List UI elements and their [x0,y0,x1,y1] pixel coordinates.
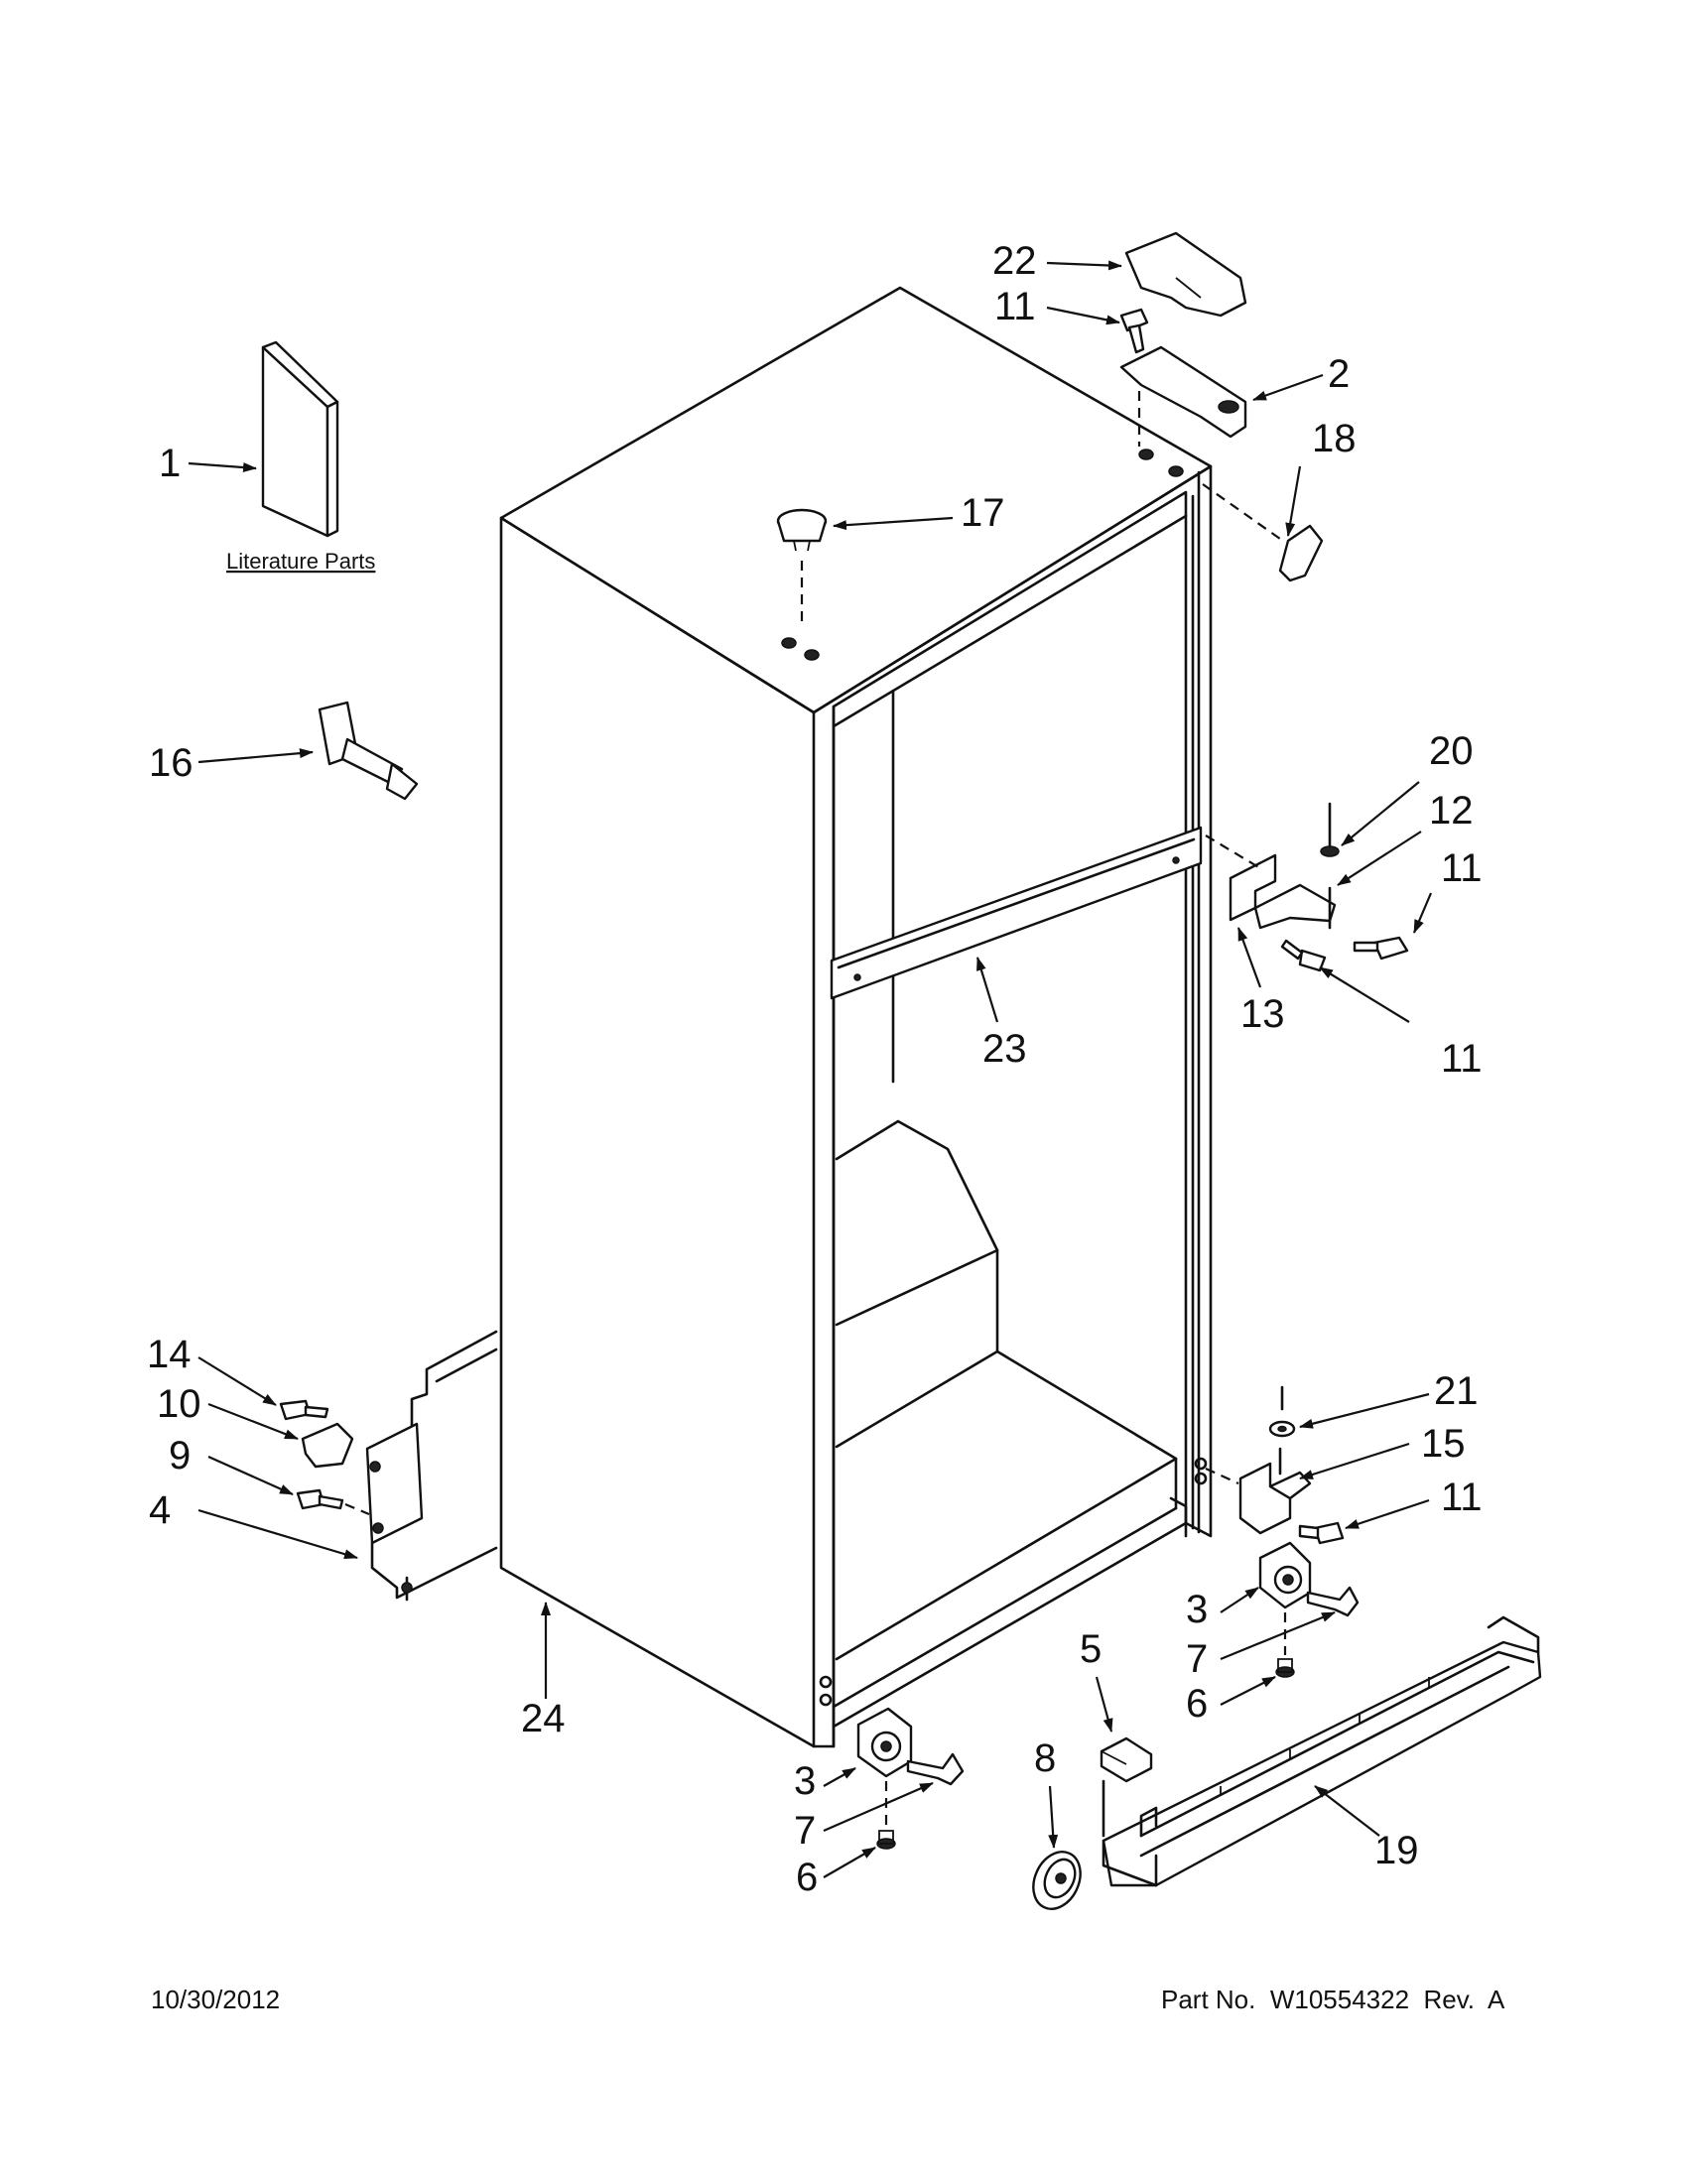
literature-parts-label: Literature Parts [226,549,375,574]
callout-2: 2 [1328,352,1350,396]
screw-middle-2 [1280,939,1327,972]
clamp-10 [301,1422,354,1469]
callout-6: 6 [796,1856,818,1899]
callout-22: 22 [992,239,1037,283]
hinge-cover-part [1124,231,1247,318]
screw-9 [296,1488,370,1516]
screw-top [1119,308,1149,447]
callout-11: 11 [1441,1037,1483,1081]
callout-13: 13 [1240,992,1285,1036]
callout-17: 17 [961,491,1005,535]
refrigerator-cabinet [499,286,1213,1748]
callout-21: 21 [1434,1369,1479,1413]
footer-date: 10/30/2012 [151,1985,281,2014]
wheel-8 [1032,1851,1082,1910]
base-grille-19 [1102,1615,1542,1887]
callout-10: 10 [157,1382,201,1426]
callout-18: 18 [1312,417,1357,460]
callout-11: 11 [994,285,1036,328]
callout-1: 1 [159,442,181,485]
leveling-roller-left [856,1707,965,1850]
plug-part [776,508,828,627]
callout-7: 7 [1186,1637,1208,1681]
small-clip-5 [1100,1736,1153,1783]
callout-9: 9 [169,1434,191,1477]
screw-bottom-right [1298,1521,1345,1545]
callout-20: 20 [1429,729,1474,773]
bottom-hinge-part [1205,1385,1312,1535]
callout-15: 15 [1421,1422,1466,1466]
callout-3: 3 [794,1759,816,1803]
callout-11: 11 [1441,846,1483,890]
middle-hinge-part [1205,802,1340,930]
screw-middle-1 [1353,936,1409,961]
callout-16: 16 [149,741,194,785]
callout-3: 3 [1186,1588,1208,1631]
callout-7: 7 [794,1809,816,1853]
leveling-roller-right [1258,1541,1360,1678]
door-stop-part [318,701,419,801]
callout-14: 14 [147,1333,192,1376]
callout-24: 24 [521,1697,566,1740]
callout-11: 11 [1441,1476,1483,1519]
screw-14 [279,1399,329,1421]
callout-4: 4 [149,1488,171,1532]
literature-booklet: Literature Parts [226,340,375,574]
footer-part-number: Part No. W10554322 Rev. A [1161,1985,1505,2014]
callout-19: 19 [1374,1829,1419,1872]
left-hinge-bracket [365,1330,498,1602]
callout-23: 23 [982,1027,1027,1071]
callout-12: 12 [1429,789,1474,833]
top-hinge-part [1119,345,1247,439]
callout-8: 8 [1034,1736,1056,1780]
leader-lines [188,260,1433,1878]
callout-5: 5 [1080,1627,1102,1671]
callout-6: 6 [1186,1682,1208,1726]
clip-part [1202,483,1324,582]
callout-labels: 1 2 3 3 4 5 6 6 7 7 8 9 10 11 11 11 11 1… [147,239,1483,1899]
